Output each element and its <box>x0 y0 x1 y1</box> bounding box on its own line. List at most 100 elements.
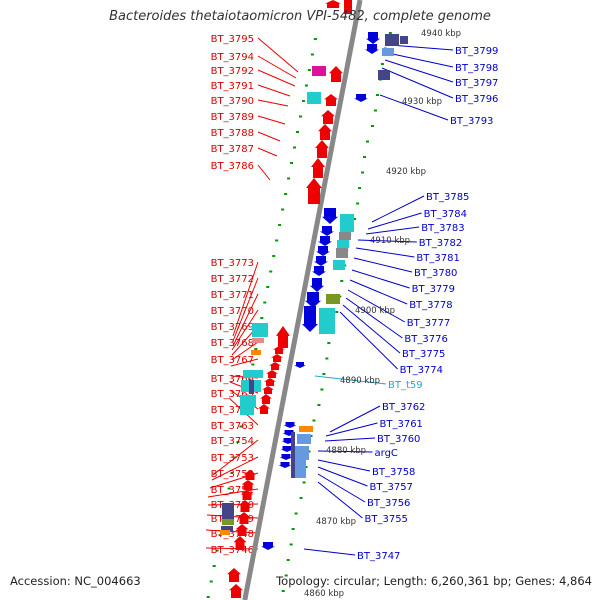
gene-label: BT_3780 <box>414 268 457 279</box>
forward-gene-arrow <box>273 346 285 354</box>
forward-gene-arrow <box>271 354 283 362</box>
forward-gene-arrow <box>321 110 335 124</box>
inner-tick <box>236 441 240 443</box>
gene-label: BT_3797 <box>455 78 498 89</box>
forward-gene-arrow <box>325 0 341 8</box>
reverse-strand-genes <box>261 32 408 550</box>
label-leader <box>349 279 408 305</box>
gene-label: BT_3788 <box>211 128 254 139</box>
gene-label: BT_3774 <box>400 365 443 376</box>
outer-tick <box>340 280 344 282</box>
label-leader <box>317 450 373 453</box>
reverse-gene-arrow <box>305 292 321 308</box>
outer-tick <box>353 218 357 220</box>
label-leader <box>357 239 417 243</box>
inner-tick <box>239 425 243 428</box>
gene-label: BT_3768 <box>211 338 254 349</box>
forward-gene-arrow <box>262 386 274 394</box>
reverse-gene-arrow <box>320 226 334 236</box>
gene-label: BT_3784 <box>424 209 467 220</box>
cds-box <box>252 323 268 337</box>
cds-box <box>240 407 254 415</box>
inner-tick <box>215 549 219 552</box>
cds-box <box>243 370 263 378</box>
accession-label: Accession: NC_004663 <box>10 574 141 588</box>
gene-label: BT_3776 <box>404 334 447 345</box>
gene-label: BT_3769 <box>211 322 254 333</box>
cds-box <box>299 426 313 432</box>
label-leader <box>257 84 291 97</box>
label-leader <box>211 456 259 481</box>
reverse-gene-arrow <box>279 454 293 460</box>
gene-label: BT_3779 <box>412 284 455 295</box>
gene-label: BT_3799 <box>455 46 498 57</box>
inner-tick <box>263 301 267 304</box>
forward-gene-arrow <box>258 404 270 414</box>
gene-label: BT_3782 <box>419 238 462 249</box>
gene-label: BT_3757 <box>370 482 413 493</box>
forward-gene-arrow <box>227 568 241 582</box>
label-leader <box>230 358 259 367</box>
forward-gene-arrow <box>311 158 325 178</box>
outer-tick <box>375 94 379 96</box>
reverse-gene-arrow <box>280 446 294 452</box>
cds-box <box>336 248 348 258</box>
outer-tick <box>361 171 365 174</box>
outer-tick <box>317 404 321 406</box>
outer-tick <box>325 357 329 360</box>
outer-tick <box>373 109 377 112</box>
gene-label: BT_3773 <box>211 258 254 269</box>
label-leader <box>324 437 376 442</box>
forward-gene-arrow <box>233 536 247 550</box>
label-leader <box>325 422 378 437</box>
label-leader <box>387 52 454 68</box>
inner-tick <box>296 131 299 133</box>
label-leader <box>353 257 413 273</box>
gene-label: BT_3771 <box>211 290 254 301</box>
chromosome-backbone <box>242 0 363 600</box>
reverse-gene-arrow <box>366 32 380 44</box>
genome-title: Bacteroides thetaiotaomicron VPI-5482, c… <box>109 9 491 24</box>
label-leader <box>355 247 415 258</box>
label-leader <box>342 304 401 354</box>
cds-box <box>222 519 234 525</box>
inner-tick <box>251 363 255 366</box>
gene-label: BT_3794 <box>211 52 254 63</box>
reverse-gene-arrow <box>365 44 379 54</box>
inner-tick <box>281 208 285 211</box>
inner-tick <box>260 317 264 319</box>
right-gene-labels: BT_3799BT_3798BT_3797BT_3796BT_3793BT_37… <box>303 44 498 562</box>
inner-tick <box>290 162 294 164</box>
cds-box <box>295 446 309 460</box>
gene-label: BT_3751 <box>211 485 254 496</box>
label-leader <box>205 547 259 550</box>
kbp-marker: 4910 kbp <box>370 236 410 246</box>
label-leader <box>257 55 297 79</box>
label-leader <box>232 261 259 337</box>
forward-gene-arrow <box>229 584 243 598</box>
gene-label: BT_3767 <box>211 355 254 366</box>
cds-box <box>337 240 349 248</box>
label-leader <box>371 195 425 223</box>
reverse-gene-arrow <box>278 462 292 468</box>
cds-box <box>378 70 390 80</box>
gene-label: BT_3748 <box>211 529 254 540</box>
outer-tick <box>327 342 331 344</box>
cds-box <box>382 48 394 56</box>
cds-box <box>319 308 335 334</box>
label-leader <box>231 341 259 361</box>
label-leader <box>257 37 299 73</box>
label-leader <box>367 212 422 230</box>
label-leader <box>257 69 296 87</box>
outer-tick <box>322 373 326 375</box>
label-leader <box>345 297 403 339</box>
forward-gene-arrow <box>269 362 281 370</box>
kbp-marker: 4870 kbp <box>316 517 356 527</box>
gene-label: BT_3778 <box>409 300 452 311</box>
outer-tick <box>358 187 362 189</box>
inner-tick <box>313 38 317 40</box>
label-leader <box>381 67 454 99</box>
gene-label: BT_3770 <box>211 306 254 317</box>
gene-label: BT_3792 <box>211 66 254 77</box>
inner-tick <box>293 146 297 149</box>
